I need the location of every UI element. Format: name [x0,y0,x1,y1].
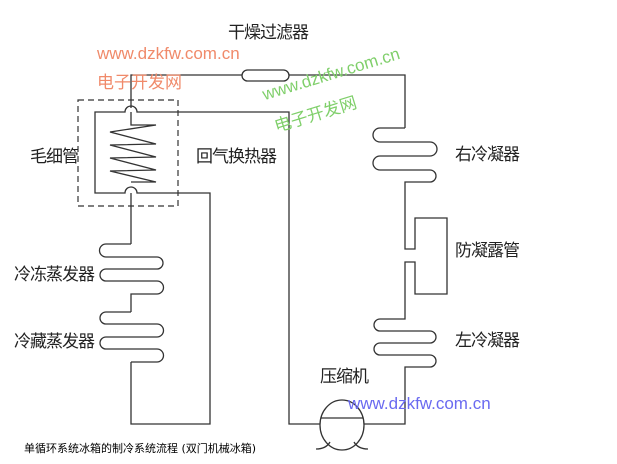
label-capillary: 毛细管 [30,147,79,167]
watermark-blue-url: www.dzkfw.com.cn [348,394,491,413]
left-condenser [364,290,437,425]
label-compressor: 压缩机 [320,367,369,387]
label-freezer-evaporator: 冷冻蒸发器 [14,265,95,285]
watermark-orange-url: www.dzkfw.com.cn [97,44,240,63]
top-pipe [130,74,406,128]
label-left-condenser: 左冷凝器 [455,331,520,351]
freezer-evaporator [98,243,165,312]
fridge-evaporator [99,311,165,363]
compressor [319,399,365,451]
drier-filter [241,69,290,82]
label-drier: 干燥过滤器 [228,23,309,43]
label-fridge-evaporator: 冷藏蒸发器 [14,332,95,352]
heat-exchanger-box [77,99,179,207]
diagram-caption: 单循环系统冰箱的制冷系统流程 (双门机械冰箱) [24,442,257,455]
label-heat-exchanger: 回气换热器 [196,147,277,167]
watermark-orange-name: 电子开发网 [97,73,182,92]
label-right-condenser: 右冷凝器 [455,145,520,165]
capillary-coil [109,112,157,183]
right-condenser [372,127,448,295]
return-pipe [94,105,320,425]
label-anti-condensation: 防凝露管 [455,241,520,261]
